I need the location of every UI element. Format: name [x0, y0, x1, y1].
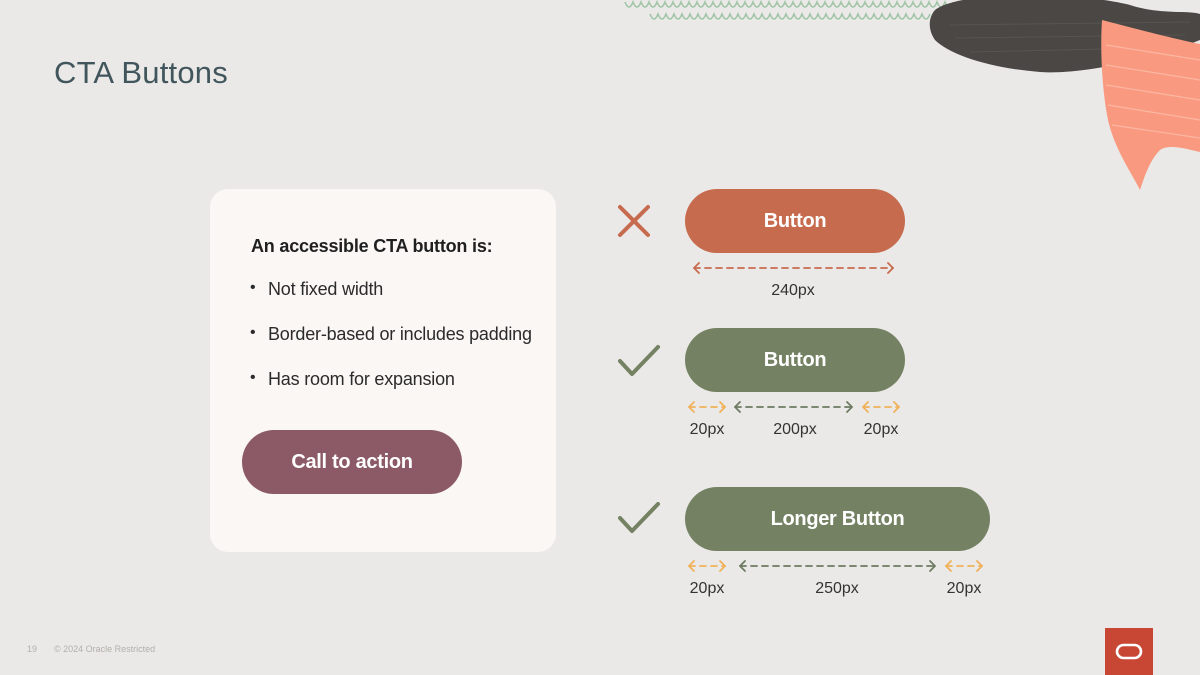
list-item-text: Border-based or includes padding — [268, 324, 532, 344]
content-width-label: 250px — [815, 580, 859, 597]
padding-left-label: 20px — [689, 580, 725, 597]
call-to-action-button[interactable]: Call to action — [242, 430, 462, 494]
slide-title: CTA Buttons — [54, 55, 228, 90]
accessible-cta-card: An accessible CTA button is: • Not fixed … — [210, 189, 556, 552]
padded-button-example[interactable]: Button — [685, 328, 905, 392]
list-item-text: Has room for expansion — [268, 369, 455, 389]
fixed-width-button-example[interactable]: Button — [685, 189, 905, 253]
copyright-notice: © 2024 Oracle Restricted — [54, 644, 156, 654]
bullet-icon: • — [250, 279, 256, 296]
list-item: • Border-based or includes padding — [250, 324, 532, 369]
card-heading: An accessible CTA button is: — [251, 236, 493, 256]
content-width-label: 200px — [773, 421, 817, 438]
padding-left-label: 20px — [689, 421, 725, 438]
width-label: 240px — [771, 282, 815, 299]
padding-right-label: 20px — [863, 421, 899, 438]
page-number: 19 — [27, 644, 38, 654]
oracle-logo-icon — [1105, 628, 1153, 675]
bullet-icon: • — [250, 369, 256, 386]
check-icon — [618, 345, 660, 376]
bullet-icon: • — [250, 324, 256, 341]
list-item: • Not fixed width — [250, 279, 532, 324]
oracle-logo-icon — [1115, 643, 1143, 660]
padding-right-label: 20px — [946, 580, 982, 597]
list-item: • Has room for expansion — [250, 369, 532, 414]
check-icon — [618, 502, 660, 533]
criteria-list: • Not fixed width • Border-based or includ… — [250, 279, 532, 414]
list-item-text: Not fixed width — [268, 279, 384, 299]
longer-padded-button-example[interactable]: Longer Button — [685, 487, 990, 551]
x-icon — [618, 205, 650, 237]
